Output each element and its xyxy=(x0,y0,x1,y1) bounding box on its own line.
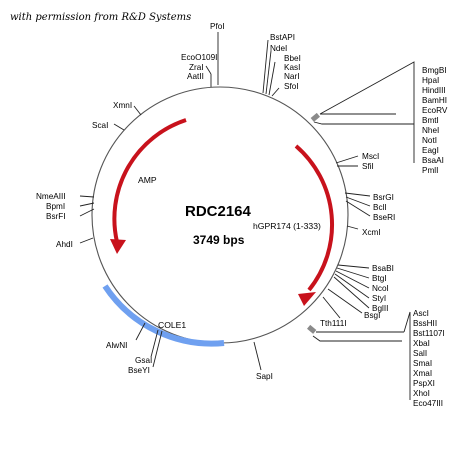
site-label: AhdI xyxy=(56,240,73,249)
insert-arrowhead xyxy=(298,292,316,306)
origin-label: COLE1 xyxy=(158,320,186,330)
mcs2-site-cluster: AscI BssHII Bst1107I XbaI SalI SmaI XmaI… xyxy=(312,309,445,408)
site-label: AatII xyxy=(187,72,204,81)
bottom-site-cluster: AlwNI GsaI BseYI SapI xyxy=(106,322,273,381)
site-label: EcoRV xyxy=(422,106,448,115)
mcs2-marker xyxy=(307,324,317,334)
site-label: BsaBI xyxy=(372,264,394,273)
site-label: NotI xyxy=(422,136,437,145)
site-label: BpmI xyxy=(46,202,65,211)
site-label: SfoI xyxy=(284,82,299,91)
site-label: XmnI xyxy=(113,101,132,110)
site-label: BamHI xyxy=(422,96,447,105)
site-label: BseRI xyxy=(373,213,395,222)
site-label: BsrGI xyxy=(373,193,394,202)
site-label: GsaI xyxy=(135,356,152,365)
site-label: Bst1107I xyxy=(413,329,445,338)
site-label: EcoO109I xyxy=(181,53,217,62)
site-label: XhoI xyxy=(413,389,430,398)
site-label: BglII xyxy=(372,304,388,313)
insert-arrow xyxy=(294,144,334,292)
site-label: SalI xyxy=(413,349,427,358)
site-label: HindIII xyxy=(422,86,446,95)
site-label: NheI xyxy=(422,126,439,135)
amp-arrowhead xyxy=(110,239,126,254)
site-label: EagI xyxy=(422,146,439,155)
site-label: NmeAIII xyxy=(36,192,66,201)
plasmid-name: RDC2164 xyxy=(185,203,252,220)
site-label: ScaI xyxy=(92,121,108,130)
origin-arc xyxy=(102,284,225,347)
site-label: Tth111I xyxy=(320,319,347,328)
site-label: BbeI xyxy=(284,54,301,63)
site-label: HpaI xyxy=(422,76,439,85)
site-label: BsaAI xyxy=(422,156,444,165)
site-label: PspXI xyxy=(413,379,435,388)
site-label: SfiI xyxy=(362,162,374,171)
site-label: BmgBI xyxy=(422,66,447,75)
site-label: XcmI xyxy=(362,228,381,237)
left-site-cluster: NmeAIII BpmI BsrFI AhdI xyxy=(36,192,95,249)
site-label: BtgI xyxy=(372,274,387,283)
lower-right-site-cluster: BsaBI BtgI NcoI StyI BglII BsgI Tth111I xyxy=(320,264,394,328)
site-label: SmaI xyxy=(413,359,432,368)
site-label: XmaI xyxy=(413,369,432,378)
site-label: BclI xyxy=(373,203,387,212)
site-label: NdeI xyxy=(270,44,287,53)
site-label: ZraI xyxy=(189,63,204,72)
mcs1-site-cluster: BmgBI HpaI HindIII BamHI EcoRV BmtI NheI… xyxy=(313,61,448,175)
site-label: BsgI xyxy=(364,311,380,320)
mcs1-marker xyxy=(310,112,320,122)
right-site-cluster: MscI SfiI BsrGI BclI BseRI XcmI xyxy=(335,152,395,237)
site-label: AscI xyxy=(413,309,429,318)
credit-text: with permission from R&D Systems xyxy=(10,12,191,23)
insert-label: hGPR174 (1-333) xyxy=(253,221,321,231)
resistance-label: AMP xyxy=(138,175,157,185)
site-label: PfoI xyxy=(210,22,225,31)
upper-left-site-cluster: XmnI ScaI xyxy=(92,101,142,131)
site-label: BmtI xyxy=(422,116,439,125)
site-label: PmlI xyxy=(422,166,438,175)
site-label: BstAPI xyxy=(270,33,295,42)
site-label: MscI xyxy=(362,152,379,161)
amp-arrow xyxy=(112,118,187,243)
top-site-cluster: PfoI EcoO109I ZraI AatII BstAPI NdeI Bbe… xyxy=(181,22,301,97)
site-label: BsrFI xyxy=(46,212,66,221)
plasmid-size: 3749 bps xyxy=(193,233,245,247)
site-label: XbaI xyxy=(413,339,430,348)
site-label: NarI xyxy=(284,72,299,81)
site-label: Eco47III xyxy=(413,399,443,408)
site-label: StyI xyxy=(372,294,386,303)
site-label: SapI xyxy=(256,372,273,381)
site-label: AlwNI xyxy=(106,341,127,350)
site-label: KasI xyxy=(284,63,300,72)
site-label: BseYI xyxy=(128,366,150,375)
site-label: NcoI xyxy=(372,284,389,293)
site-label: BssHII xyxy=(413,319,437,328)
